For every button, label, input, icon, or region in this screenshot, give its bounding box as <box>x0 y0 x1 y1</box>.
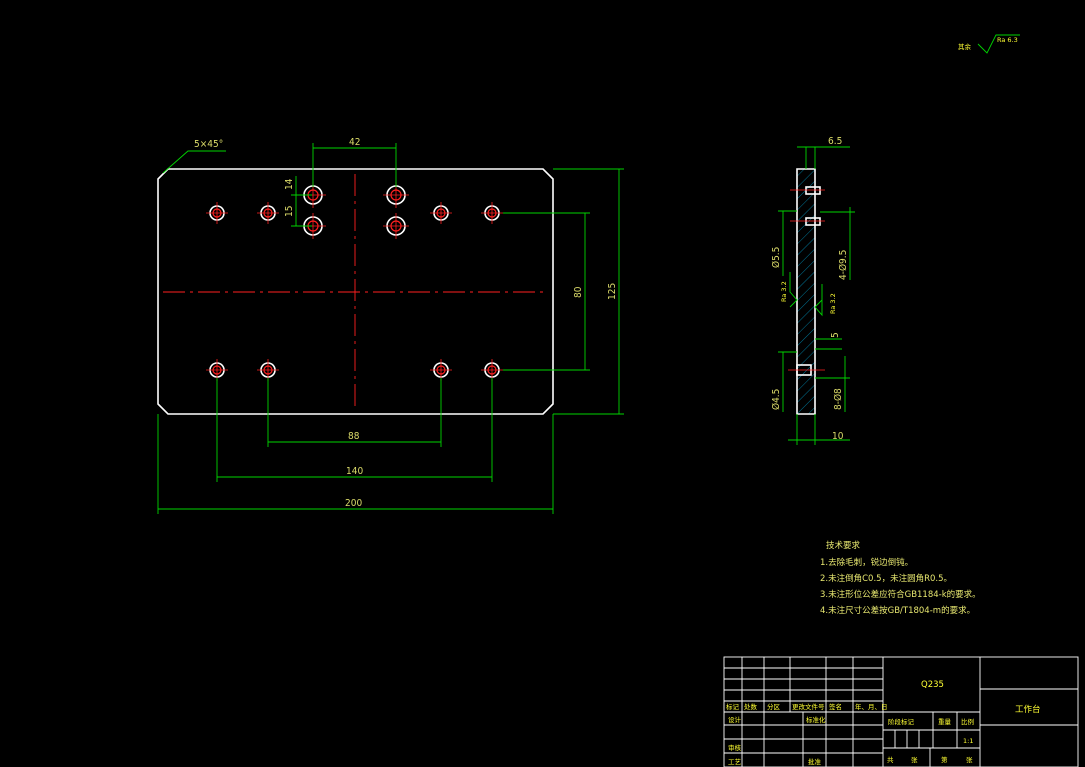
surface-roughness-note: 其余 Ra 6.3 <box>958 34 1020 54</box>
counterbore-cutout <box>805 217 821 226</box>
dim-hole-offsets: 14 15 <box>284 176 312 227</box>
dim-label-bottom-dia: Ø4.5 <box>770 389 782 410</box>
through-hole <box>206 359 228 381</box>
dim-hole-span: 140 <box>216 378 493 482</box>
dim-label-5: 5 <box>830 332 841 338</box>
side-roughness-2: Ra 3.2 <box>829 293 837 314</box>
dim-label-6-5: 6.5 <box>828 136 842 147</box>
dim-label-cbore-dia: Ø5.5 <box>770 247 782 268</box>
dim-overall-width: 200 <box>157 414 554 514</box>
technical-requirements: 技术要求 1.去除毛刺，锐边倒钝。 2.未注倒角C0.5，未注圆角R0.5。 3… <box>820 540 981 616</box>
label-stage-mark: 阶段标记 <box>888 717 915 726</box>
label-sheet-no: 第 <box>941 755 948 764</box>
dim-label-14: 14 <box>284 178 295 190</box>
roughness-prefix: 其余 <box>958 42 972 51</box>
label-sheet-2: 张 <box>966 755 973 764</box>
dim-inner-height: 80 <box>503 212 590 371</box>
tech-req-item-4: 4.未注尺寸公差按GB/T1804-m的要求。 <box>820 605 975 616</box>
through-hole <box>481 359 503 381</box>
dim-label-80: 80 <box>573 286 584 298</box>
tech-req-item-2: 2.未注倒角C0.5，未注圆角R0.5。 <box>820 573 952 584</box>
through-hole <box>430 202 452 224</box>
dim-inner-width: 88 <box>267 378 442 447</box>
dim-label-10: 10 <box>832 431 844 442</box>
plate-outline <box>157 168 554 415</box>
rev-col-sign: 签名 <box>829 702 842 711</box>
through-hole <box>481 202 503 224</box>
label-scale: 比例 <box>961 717 974 726</box>
dim-label-15: 15 <box>284 206 295 217</box>
label-approve: 批准 <box>808 757 822 766</box>
scale-value: 1:1 <box>963 737 973 745</box>
through-hole <box>430 359 452 381</box>
tech-req-title: 技术要求 <box>826 540 861 551</box>
dim-hole-spacing-top: 42 <box>312 137 397 187</box>
dim-label-42: 42 <box>349 137 360 148</box>
tech-req-item-3: 3.未注形位公差应符合GB1184-k的要求。 <box>820 589 981 600</box>
section-hatch <box>797 169 815 414</box>
tech-req-item-1: 1.去除毛刺，锐边倒钝。 <box>820 557 913 568</box>
part-name: 工作台 <box>1015 704 1041 715</box>
roughness-value: Ra 6.3 <box>997 36 1018 44</box>
material-label: Q235 <box>921 680 944 690</box>
roughness-symbol-icon <box>814 284 823 317</box>
side-view: 6.5 Ø5.5 4-Ø9.5 Ra 3.2 Ra 3.2 5 Ø4.5 8-Ø… <box>770 136 855 445</box>
roughness-symbol-icon <box>977 34 1020 54</box>
title-block: 标记 处数 分区 更改文件号 签名 年、月、日 设计 标准化 审核 工艺 批准 … <box>723 656 1079 767</box>
rev-col-date: 年、月、日 <box>855 702 888 711</box>
dim-label-140: 140 <box>346 466 363 477</box>
label-design: 设计 <box>728 715 742 724</box>
dim-label-hole-spec: 4-Ø9.5 <box>837 250 849 280</box>
side-roughness-1: Ra 3.2 <box>780 281 788 302</box>
hole-pattern <box>206 182 503 381</box>
label-review: 审核 <box>728 743 742 752</box>
label-sheets-total: 共 <box>887 755 894 764</box>
label-standardize: 标准化 <box>806 715 826 724</box>
through-hole <box>257 202 279 224</box>
through-hole <box>206 202 228 224</box>
chamfer-leader <box>162 150 226 174</box>
rev-col-zone: 分区 <box>767 702 781 711</box>
counterbore-cutout <box>805 186 821 195</box>
rev-col-mark: 标记 <box>726 702 740 711</box>
rev-col-count: 处数 <box>744 702 758 711</box>
rev-col-doc: 更改文件号 <box>792 702 825 711</box>
chamfer-label: 5×45° <box>194 139 223 150</box>
counterbore-hole <box>383 213 409 239</box>
roughness-symbol-icon <box>789 272 798 308</box>
dim-label-bottom-spec: 8-Ø8 <box>832 388 844 410</box>
dim-label-125: 125 <box>607 283 618 300</box>
label-weight: 重量 <box>938 718 952 726</box>
dim-label-200: 200 <box>345 498 362 509</box>
dim-outer-height: 125 <box>553 168 624 415</box>
dim-label-88: 88 <box>348 431 360 442</box>
through-hole <box>257 359 279 381</box>
label-sheet: 张 <box>911 755 918 764</box>
label-process: 工艺 <box>728 758 742 766</box>
front-view: 5×45° 42 14 15 80 125 <box>157 137 624 514</box>
